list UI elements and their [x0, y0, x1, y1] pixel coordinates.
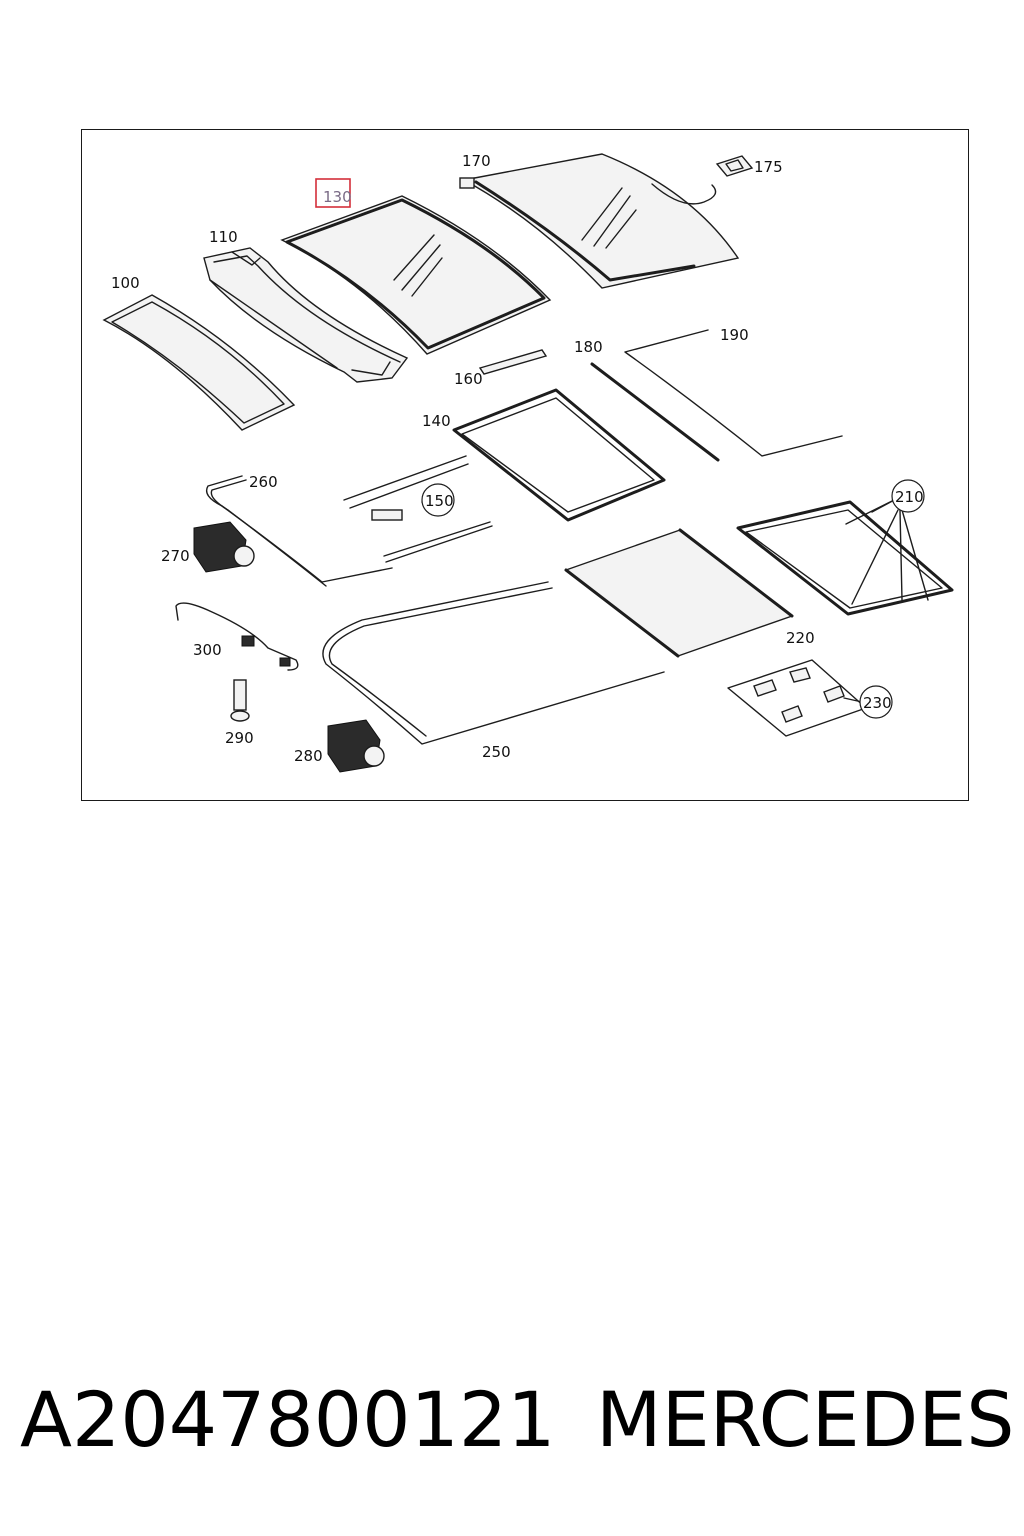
part-210-side-rails[interactable] [736, 500, 954, 616]
part-190-long-seal[interactable] [624, 329, 843, 457]
callout-300: 300 [193, 641, 222, 659]
callout-220: 220 [786, 629, 815, 647]
callout-270: 270 [161, 547, 190, 565]
part-280-motor[interactable] [327, 719, 385, 773]
highlight-box-130 [315, 178, 351, 208]
callout-130: 130 [323, 188, 352, 206]
callout-170: 170 [462, 152, 491, 170]
part-110-frame-rail[interactable] [203, 247, 409, 383]
part-number: A2047800121 [20, 1375, 556, 1464]
callout-circle-230 [859, 685, 893, 719]
callout-175: 175 [754, 158, 783, 176]
callout-160: 160 [454, 370, 483, 388]
part-140-frame-seal[interactable] [452, 388, 666, 522]
part-270-motor[interactable] [193, 521, 255, 573]
callout-290: 290 [225, 729, 254, 747]
part-175-cover[interactable] [715, 155, 754, 177]
exploded-parts-diagram: 100 110 130 140 150 160 170 175 180 190 … [102, 152, 954, 773]
callout-110: 110 [209, 228, 238, 246]
callout-190: 190 [720, 326, 749, 344]
callout-280: 280 [294, 747, 323, 765]
diagram-frame: 100 110 130 140 150 160 170 175 180 190 … [81, 129, 969, 801]
part-150-guide-rails[interactable] [343, 455, 493, 563]
callout-230: 230 [863, 694, 892, 712]
part-250-large-seal[interactable] [322, 581, 665, 745]
callout-180: 180 [574, 338, 603, 356]
callout-circle-150 [421, 483, 455, 517]
callout-circle-210 [891, 479, 925, 513]
part-180-seal-strip[interactable] [590, 362, 720, 462]
callout-210: 210 [895, 488, 924, 506]
part-290-bolt[interactable] [230, 679, 250, 722]
part-170-front-glass[interactable] [459, 153, 740, 289]
part-260-cable[interactable] [205, 475, 393, 587]
part-100-rear-panel[interactable] [102, 294, 296, 431]
callout-260: 260 [249, 473, 278, 491]
callout-150: 150 [425, 492, 454, 510]
brand-name: MERCEDES [596, 1375, 1015, 1464]
part-160-strip[interactable] [478, 349, 548, 375]
part-220-sun-blind[interactable] [564, 528, 794, 658]
callout-140: 140 [422, 412, 451, 430]
part-130-glass-panel[interactable] [280, 195, 552, 355]
callout-100: 100 [111, 274, 140, 292]
footer-row: A2047800121 MERCEDES [0, 1370, 1024, 1470]
part-300-harness[interactable] [175, 602, 299, 671]
callout-250: 250 [482, 743, 511, 761]
